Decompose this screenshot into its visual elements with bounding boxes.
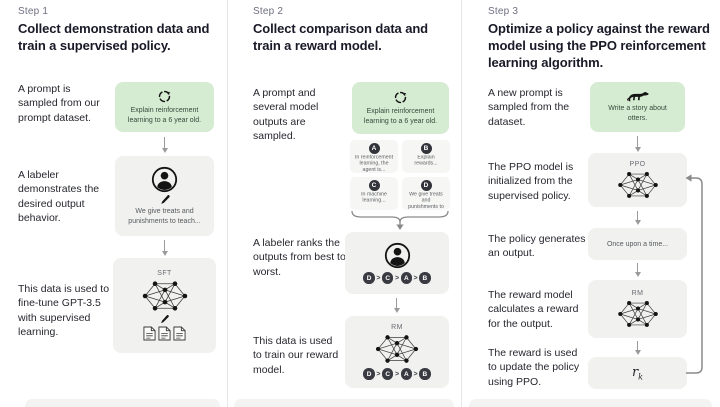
step-1-column: Step 1 Collect demonstration data and tr… <box>0 0 227 407</box>
rank-badge: C <box>381 272 394 284</box>
step-1-row-2-text: A labeler demonstrates the desired outpu… <box>18 169 100 225</box>
step-1-label: Step 1 <box>18 6 49 17</box>
feedback-loop-arrow-icon <box>685 174 703 374</box>
step-3-heading: Optimize a policy against the reward mod… <box>488 21 710 71</box>
prompt-box: Explain reinforcement learning to a 6 ye… <box>352 82 449 134</box>
output-text: We give treats and punishments to teach.… <box>408 192 444 210</box>
arrow-down-icon <box>633 211 642 225</box>
arrow-down-icon <box>633 263 642 277</box>
arrow-down-icon <box>160 240 169 256</box>
pencil-icon <box>159 194 171 206</box>
output-card-c: C In machine learning... <box>350 177 398 210</box>
rank-badge: D <box>363 368 375 380</box>
sft-model-box: SFT <box>113 258 216 353</box>
arrow-down-icon <box>633 341 642 355</box>
rank-badge: D <box>363 272 375 284</box>
reward-model-box: RM D > C > A > B <box>345 316 449 388</box>
curly-brace-arrow-icon <box>348 210 452 231</box>
cycle-icon <box>157 89 172 104</box>
ppo-label: PPO <box>629 160 646 168</box>
rank-separator: > <box>394 274 400 282</box>
output-card-d: D We give treats and punishments to teac… <box>402 177 450 210</box>
rank-separator: > <box>394 370 400 378</box>
pencil-icon <box>159 314 170 325</box>
letter-badge: A <box>368 143 380 154</box>
rank-separator: > <box>413 274 418 282</box>
sft-label: SFT <box>157 270 172 277</box>
arrow-down-icon <box>160 137 169 153</box>
rank-separator: > <box>376 274 381 282</box>
step-3-row-1-text: A new prompt is sampled from the dataset… <box>488 87 570 128</box>
letter-badge: C <box>368 180 380 191</box>
arrow-down-icon <box>633 136 642 152</box>
rank-badge: C <box>381 368 394 380</box>
model-outputs-grid: A In reinforcement learning, the agent i… <box>350 140 450 210</box>
policy-output-text: Once upon a time... <box>606 240 669 248</box>
step-3-row-3-text: The policy generates an output. <box>488 233 586 260</box>
step-2-column: Step 2 Collect comparison data and train… <box>228 0 461 407</box>
otter-icon <box>626 91 650 102</box>
step-1-row-3-text: This data is used to fine-tune GPT-3.5 w… <box>18 283 110 339</box>
output-text: Explain rewards... <box>414 155 438 167</box>
step-3-column: Step 3 Optimize a policy against the rew… <box>462 0 720 407</box>
network-icon <box>617 299 659 329</box>
reward-symbol: rk <box>631 364 644 382</box>
next-section-card-edge <box>25 399 220 407</box>
step-3-label: Step 3 <box>488 6 519 17</box>
prompt-box: Explain reinforcement learning to a 6 ye… <box>115 82 214 132</box>
policy-output-box: Once upon a time... <box>588 228 687 260</box>
labeler-caption: We give treats and punishments to teach.… <box>128 208 201 225</box>
step-3-row-2-text: The PPO model is initialized from the su… <box>488 161 574 202</box>
labeler-icon <box>151 166 178 193</box>
reward-value-box: rk <box>588 357 687 389</box>
ranking-row: D > C > A > B <box>363 272 431 284</box>
prompt-text: Explain reinforcement learning to a 6 ye… <box>127 107 202 124</box>
step-1-heading: Collect demonstration data and train a s… <box>18 21 210 54</box>
step-2-row-3-text: This data is used to train our reward mo… <box>253 335 339 376</box>
reward-model-box: RM <box>588 280 687 338</box>
step-2-row-1-text: A prompt and several model outputs are s… <box>253 87 319 143</box>
ranking-labeler-box: D > C > A > B <box>345 232 449 294</box>
ranking-row: D > C > A > B <box>363 368 431 380</box>
rank-separator: > <box>413 370 418 378</box>
step-2-heading: Collect comparison data and train a rewa… <box>253 21 429 54</box>
network-icon <box>375 333 419 365</box>
rank-badge: A <box>400 272 413 284</box>
step-2-row-2-text: A labeler ranks the outputs from best to… <box>253 237 346 278</box>
column-divider <box>227 0 228 407</box>
labeler-box: We give treats and punishments to teach.… <box>115 156 214 236</box>
rank-badge: B <box>419 272 431 284</box>
output-text: In machine learning... <box>361 192 387 204</box>
rm-label: RM <box>391 324 403 332</box>
letter-badge: B <box>420 143 432 154</box>
step-2-label: Step 2 <box>253 6 284 17</box>
documents-icon <box>143 326 186 341</box>
step-1-row-1-text: A prompt is sampled from our prompt data… <box>18 83 100 124</box>
next-section-card-edge <box>234 399 454 407</box>
prompt-text: Explain reinforcement learning to a 6 ye… <box>363 108 438 125</box>
step-3-row-5-text: The reward is used to update the policy … <box>488 347 580 388</box>
cycle-icon <box>393 90 408 105</box>
output-card-b: B Explain rewards... <box>402 140 450 173</box>
rank-separator: > <box>376 370 381 378</box>
network-icon <box>142 279 188 313</box>
letter-badge: D <box>420 180 432 191</box>
output-text: In reinforcement learning, the agent is.… <box>354 155 394 173</box>
network-icon <box>617 170 659 200</box>
labeler-icon <box>384 242 411 269</box>
prompt-text: Write a story about otters. <box>608 105 667 122</box>
rm-label: RM <box>631 289 644 297</box>
arrow-down-icon <box>392 298 401 313</box>
next-section-card-edge <box>469 399 712 407</box>
rank-badge: B <box>419 368 431 380</box>
column-divider <box>461 0 462 407</box>
rank-badge: A <box>400 368 413 380</box>
output-card-a: A In reinforcement learning, the agent i… <box>350 140 398 173</box>
prompt-box: Write a story about otters. <box>590 82 685 132</box>
ppo-model-box: PPO <box>588 153 687 207</box>
step-3-row-4-text: The reward model calculates a reward for… <box>488 289 579 330</box>
